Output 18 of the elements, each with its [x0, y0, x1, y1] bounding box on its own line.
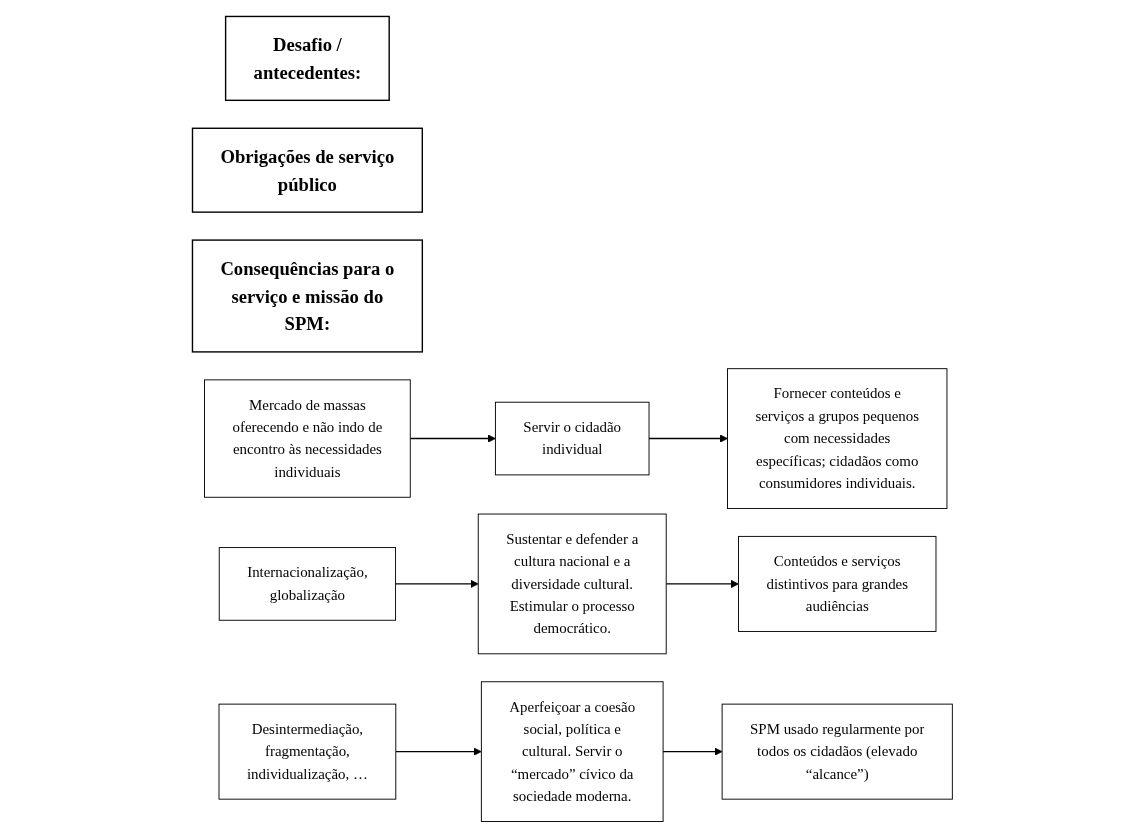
arrow [394, 747, 482, 756]
node-box: Fornecer conteúdos e serviços a grupos pequenos com necessidades específicas; cidadãos como consumidores individuais. [726, 368, 947, 509]
node-box: Aperfeiçoar a coesão social, política e cultural. Servir o “mercado” cívico da sociedade moderna. [480, 681, 664, 822]
node-box: Obrigações de serviço público [191, 127, 423, 213]
node-box: Internacionalização, globalização [218, 547, 396, 621]
node-box: SPM usado regularmente por todos os cidadãos (elevado “alcance”) [721, 703, 953, 800]
arrow [394, 579, 479, 588]
node-box: Consequências para o serviço e missão do SPM: [191, 239, 423, 353]
arrow [665, 579, 739, 588]
node-box: Servir o cidadão individual [494, 401, 650, 476]
node-box: Desintermediação, fragmentação, individualização, … [218, 703, 396, 800]
node-box: Desafio / antecedentes: [224, 15, 390, 101]
node-box: Mercado de massas oferecendo e não indo de encontro às necessidades individuais [203, 379, 411, 498]
arrow [661, 747, 723, 756]
node-box: Sustentar e defender a cultura nacional e a diversidade cultural. Estimular o processo democrático. [477, 513, 667, 655]
node-box: Conteúdos e serviços distintivos para grandes audiências [737, 535, 937, 632]
arrow [409, 434, 496, 443]
arrow [647, 434, 728, 443]
